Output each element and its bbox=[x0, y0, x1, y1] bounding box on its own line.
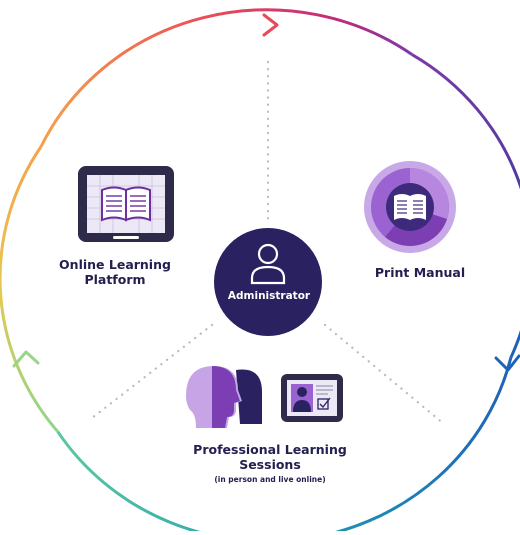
arrowhead-top-icon bbox=[262, 13, 279, 37]
tablet-book-icon bbox=[78, 166, 174, 242]
administrator-node bbox=[214, 228, 322, 336]
video-call-tablet-icon bbox=[281, 374, 343, 422]
cycle-ring bbox=[0, 8, 520, 535]
administrator-label: Administrator bbox=[227, 290, 311, 302]
online-learning-platform-label: Online Learning Platform bbox=[59, 257, 171, 288]
book-badge-icon bbox=[364, 161, 456, 253]
arrowhead-right-icon bbox=[494, 354, 520, 372]
people-heads-icon bbox=[186, 366, 262, 428]
person-outline-icon bbox=[250, 243, 286, 285]
connector-lower-right bbox=[323, 323, 446, 426]
sessions-format-note: (in person and live online) bbox=[214, 474, 326, 484]
print-manual-label: Print Manual bbox=[374, 265, 466, 280]
dotted-connectors bbox=[90, 60, 446, 426]
cycle-arrowheads bbox=[12, 13, 520, 372]
arrowhead-left-icon bbox=[12, 350, 40, 368]
professional-learning-sessions-label: Professional Learning Sessions bbox=[193, 442, 347, 473]
professional-learning-sessions-block: Professional Learning Sessions (in perso… bbox=[175, 442, 365, 484]
